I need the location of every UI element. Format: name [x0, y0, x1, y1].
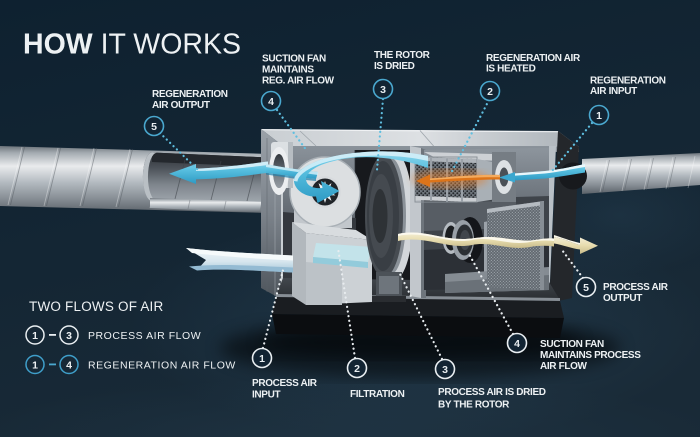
svg-text:3: 3 — [380, 84, 386, 96]
svg-text:IS HEATED: IS HEATED — [486, 64, 536, 75]
svg-text:REGENERATION AIR: REGENERATION AIR — [486, 53, 581, 64]
svg-text:3: 3 — [442, 364, 448, 376]
svg-text:4: 4 — [514, 338, 520, 350]
svg-text:OUTPUT: OUTPUT — [603, 293, 642, 304]
svg-text:5: 5 — [583, 282, 589, 294]
svg-text:TWO FLOWS OF AIR: TWO FLOWS OF AIR — [29, 299, 163, 314]
svg-text:REGENERATION AIR FLOW: REGENERATION AIR FLOW — [88, 360, 236, 372]
svg-text:1: 1 — [32, 360, 38, 372]
svg-text:1: 1 — [596, 110, 602, 122]
svg-text:MAINTAINS PROCESS: MAINTAINS PROCESS — [540, 350, 641, 361]
svg-text:IS DRIED: IS DRIED — [374, 61, 415, 72]
svg-text:INPUT: INPUT — [252, 390, 280, 401]
svg-text:MAINTAINS: MAINTAINS — [262, 65, 314, 76]
svg-text:REGENERATION: REGENERATION — [152, 89, 228, 100]
svg-text:AIR FLOW: AIR FLOW — [540, 361, 588, 372]
svg-text:PROCESS AIR: PROCESS AIR — [603, 282, 669, 293]
svg-text:1: 1 — [32, 330, 38, 342]
svg-text:4: 4 — [66, 360, 72, 372]
svg-text:HOW IT WORKS: HOW IT WORKS — [23, 29, 241, 61]
svg-text:5: 5 — [151, 121, 157, 133]
svg-text:SUCTION FAN: SUCTION FAN — [262, 54, 326, 65]
svg-text:REGENERATION: REGENERATION — [590, 76, 666, 87]
svg-text:PROCESS AIR: PROCESS AIR — [252, 378, 318, 389]
svg-text:SUCTION FAN: SUCTION FAN — [540, 339, 604, 350]
svg-text:THE ROTOR: THE ROTOR — [374, 50, 431, 61]
svg-text:REG. AIR FLOW: REG. AIR FLOW — [262, 76, 335, 87]
svg-text:2: 2 — [354, 363, 360, 375]
svg-text:AIR OUTPUT: AIR OUTPUT — [152, 100, 210, 111]
svg-text:AIR INPUT: AIR INPUT — [590, 86, 637, 97]
svg-text:BY THE ROTOR: BY THE ROTOR — [438, 400, 510, 411]
svg-text:2: 2 — [487, 86, 493, 98]
svg-text:3: 3 — [66, 330, 72, 342]
svg-text:PROCESS AIR IS DRIED: PROCESS AIR IS DRIED — [438, 387, 546, 398]
svg-text:1: 1 — [259, 353, 265, 365]
svg-text:PROCESS AIR FLOW: PROCESS AIR FLOW — [88, 330, 201, 342]
svg-text:4: 4 — [268, 96, 274, 108]
svg-text:FILTRATION: FILTRATION — [350, 389, 405, 400]
